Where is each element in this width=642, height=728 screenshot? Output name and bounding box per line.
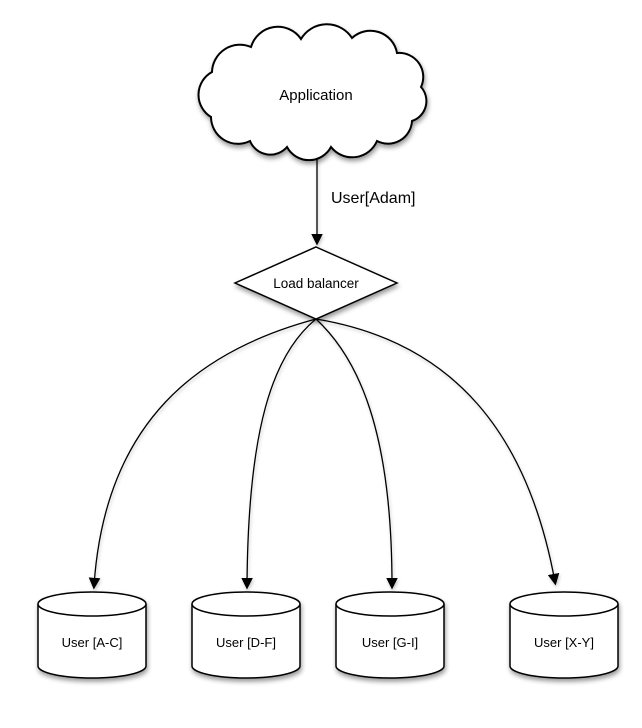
db-node-user-d-f: User [D-F]: [191, 591, 301, 679]
cylinder-top-ellipse: [37, 591, 147, 617]
application-cloud-node: Application: [197, 23, 428, 162]
diamond-shape: [233, 246, 399, 320]
edges-loadbalancer-to-shards: [88, 318, 560, 590]
cylinder-top-ellipse: [335, 591, 445, 617]
edge-loadbalancer-to-db4: [315, 318, 560, 586]
load-balancer-label: Load balancer: [273, 276, 359, 291]
edge-label-user-adam: User[Adam]: [331, 190, 415, 207]
edge-loadbalancer-to-db1: [88, 318, 317, 590]
edge-loadbalancer-to-db2: [241, 318, 317, 590]
load-balancer-node: Load balancer: [233, 246, 399, 320]
cylinder-body: [191, 604, 301, 679]
db-node-user-x-y: User [X-Y]: [509, 591, 619, 679]
cylinder-body: [37, 604, 147, 679]
edge-app-to-loadbalancer: User[Adam]: [311, 151, 415, 246]
db-label-user-d-f: User [D-F]: [216, 635, 276, 650]
cylinder-top-ellipse: [191, 591, 301, 617]
db-label-user-a-c: User [A-C]: [62, 635, 123, 650]
application-label: Application: [279, 87, 352, 104]
db-node-user-a-c: User [A-C]: [37, 591, 147, 679]
db-label-user-g-i: User [G-I]: [362, 635, 418, 650]
cylinder-body: [335, 604, 445, 679]
cylinder-body: [509, 604, 619, 679]
db-label-user-x-y: User [X-Y]: [534, 635, 594, 650]
cylinder-top-ellipse: [509, 591, 619, 617]
db-node-user-g-i: User [G-I]: [335, 591, 445, 679]
cloud-shape: [197, 23, 428, 162]
edge-loadbalancer-to-db3: [315, 318, 398, 590]
